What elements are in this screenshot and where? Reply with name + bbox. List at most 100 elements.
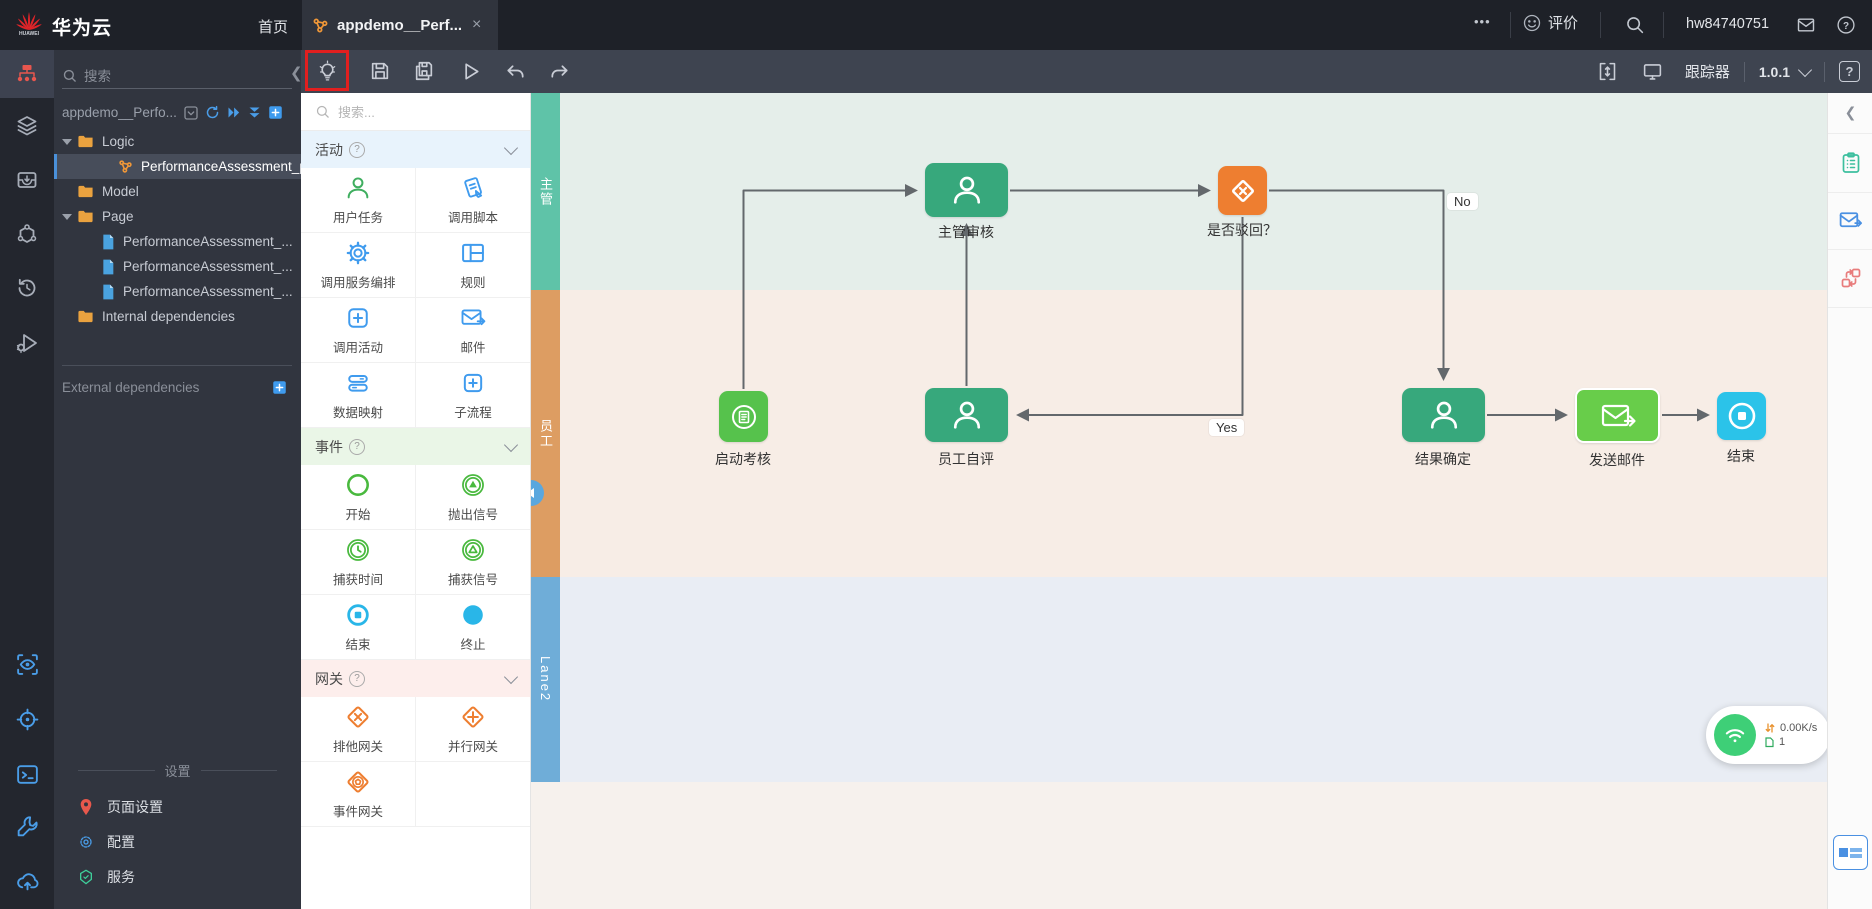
palette-item-mail[interactable]: 邮件 [416, 298, 530, 363]
tree-item-page-3[interactable]: PerformanceAssessment_... [54, 279, 301, 304]
config-item[interactable]: 配置 [78, 830, 135, 854]
palette-item-terminate[interactable]: 终止 [416, 595, 530, 660]
save-all-button[interactable] [413, 60, 435, 82]
import-tray-icon[interactable] [15, 168, 39, 192]
lane-strip-employee[interactable]: 员工 [531, 290, 560, 577]
network-speed-widget[interactable]: 0.00K/s 1 [1706, 706, 1830, 764]
mail-icon[interactable] [1796, 15, 1816, 35]
tab-close-icon[interactable]: × [472, 16, 482, 33]
tab-appdemo[interactable]: appdemo__Perf... × [302, 0, 498, 50]
collapse-select-icon[interactable] [183, 105, 199, 121]
cloud-upload-icon[interactable] [15, 868, 40, 893]
properties-panel-button[interactable] [1828, 133, 1872, 193]
sitemap-icon[interactable] [15, 62, 39, 86]
flow-canvas[interactable]: 主管 员工 Lane2 No Yes 启动考核 [518, 93, 1830, 909]
download-all-icon[interactable] [247, 105, 262, 120]
palette-item-throw-signal[interactable]: 抛出信号 [416, 465, 530, 530]
palette-item-catch-signal[interactable]: 捕获信号 [416, 530, 530, 595]
tree-item-page-1[interactable]: PerformanceAssessment_... [54, 229, 301, 254]
undo-button[interactable] [504, 60, 527, 83]
palette-section-events[interactable]: 事件 ? [301, 428, 530, 465]
eye-scan-icon[interactable] [15, 652, 40, 677]
palette-section-activities[interactable]: 活动 ? [301, 131, 530, 168]
node-result-task[interactable] [1402, 388, 1485, 442]
history-icon[interactable] [15, 276, 39, 300]
node-send-mail[interactable] [1575, 388, 1660, 443]
edge-label-no[interactable]: No [1447, 193, 1478, 210]
palette-item-exclusive-gateway[interactable]: 排他网关 [301, 697, 416, 762]
hexagon-network-icon[interactable] [15, 223, 39, 247]
node-self-eval-task[interactable] [925, 388, 1008, 442]
caret-down-icon[interactable] [62, 138, 72, 145]
redo-button[interactable] [548, 60, 571, 83]
username[interactable]: hw84740751 [1686, 16, 1770, 32]
tracker-button[interactable]: 跟踪器 [1684, 64, 1730, 81]
debug-run-icon[interactable] [15, 331, 39, 355]
palette-item-catch-timer[interactable]: 捕获时间 [301, 530, 416, 595]
save-button[interactable] [369, 60, 391, 82]
palette-item-user-task[interactable]: 用户任务 [301, 168, 416, 233]
lane-strip-supervisor[interactable]: 主管 [531, 93, 560, 290]
help-circle-icon[interactable]: ? [349, 141, 365, 158]
palette-item-rule[interactable]: 规则 [416, 233, 530, 298]
palette-item-subprocess[interactable]: 子流程 [416, 363, 530, 428]
page-settings-item[interactable]: 页面设置 [78, 795, 163, 819]
tree-search[interactable]: 搜索 [62, 62, 292, 89]
tree-item-logic-flow[interactable]: PerformanceAssessment_pe [54, 154, 301, 179]
palette-item-event-gateway[interactable]: 事件网关 [301, 762, 416, 827]
palette-section-gateways[interactable]: 网关 ? [301, 660, 530, 697]
preview-monitor-icon[interactable] [1642, 61, 1663, 82]
caret-down-icon[interactable] [62, 213, 72, 220]
chevron-down-icon[interactable] [1797, 62, 1813, 77]
help-circle-icon[interactable]: ? [349, 438, 365, 455]
mail-panel-button[interactable] [1828, 191, 1872, 250]
tree-folder-model[interactable]: Model [54, 179, 301, 204]
lane-strip-lane2[interactable]: Lane2 [531, 577, 560, 782]
search-icon[interactable] [1624, 14, 1645, 35]
chevron-down-icon[interactable] [503, 669, 519, 684]
palette-item-end[interactable]: 结束 [301, 595, 416, 660]
panel-collapse-icon[interactable]: ❮ [290, 64, 301, 82]
tree-root-row[interactable]: appdemo__Perfo... [54, 100, 301, 125]
feedback-button[interactable]: 评价 [1522, 12, 1578, 33]
palette-search[interactable]: 搜索... [301, 93, 530, 131]
toolbar-help-button[interactable]: ? [1839, 61, 1860, 82]
external-dependencies-row[interactable]: External dependencies [54, 375, 301, 400]
refresh-icon[interactable] [205, 105, 220, 120]
node-reject-gateway[interactable] [1218, 166, 1267, 215]
edge-label-yes[interactable]: Yes [1209, 419, 1245, 436]
node-end-event[interactable] [1717, 392, 1766, 440]
version-label[interactable]: 1.0.1 [1758, 63, 1790, 80]
run-button[interactable] [459, 60, 482, 83]
help-circle-icon[interactable]: ? [349, 670, 365, 687]
palette-item-service-orchestration[interactable]: 调用服务编排 [301, 233, 416, 298]
service-item[interactable]: 服务 [78, 865, 135, 889]
hint-bulb-button[interactable] [316, 60, 339, 83]
chevron-down-icon[interactable] [503, 140, 519, 155]
tree-folder-internal[interactable]: Internal dependencies [54, 304, 301, 329]
palette-item-start[interactable]: 开始 [301, 465, 416, 530]
tree-item-page-2[interactable]: PerformanceAssessment_... [54, 254, 301, 279]
node-review-task[interactable] [925, 163, 1008, 217]
deploy-run-icon[interactable] [226, 105, 241, 120]
tree-folder-logic[interactable]: Logic [54, 129, 301, 154]
chevron-down-icon[interactable] [503, 437, 519, 452]
terminal-icon[interactable] [15, 762, 40, 787]
node-start-activity[interactable] [719, 391, 768, 442]
palette-item-data-mapping[interactable]: 数据映射 [301, 363, 416, 428]
tree-folder-page[interactable]: Page [54, 204, 301, 229]
wrench-icon[interactable] [15, 814, 40, 839]
palette-item-call-script[interactable]: 调用脚本 [416, 168, 530, 233]
nav-home[interactable]: 首页 [258, 19, 289, 36]
right-collapse-icon[interactable]: ❮ [1844, 103, 1857, 120]
layers-icon[interactable] [15, 114, 39, 138]
help-icon[interactable]: ? [1836, 15, 1856, 35]
add-icon[interactable] [268, 105, 283, 120]
palette-item-parallel-gateway[interactable]: 并行网关 [416, 697, 530, 762]
compare-icon[interactable] [1597, 61, 1618, 82]
locate-target-icon[interactable] [15, 707, 40, 732]
more-menu[interactable]: ••• [1474, 14, 1491, 29]
add-dependency-icon[interactable] [272, 380, 287, 395]
swap-panel-button[interactable] [1828, 249, 1872, 308]
palette-item-call-activity[interactable]: 调用活动 [301, 298, 416, 363]
